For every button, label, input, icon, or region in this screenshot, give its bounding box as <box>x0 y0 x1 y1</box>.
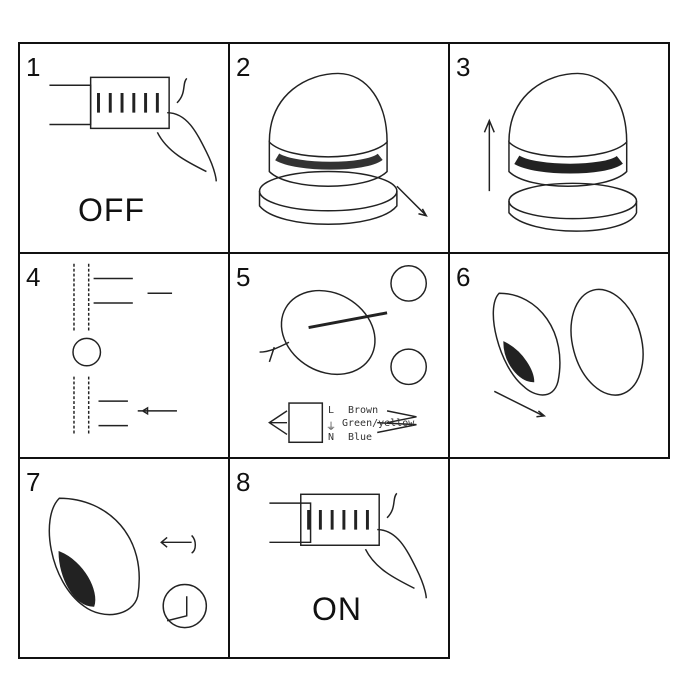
terminal-label-l: L <box>328 405 335 416</box>
step-3-panel: 3 <box>448 42 670 254</box>
terminal-block-hand-illustration <box>49 76 217 182</box>
step-6-panel: 6 <box>448 252 670 459</box>
mounting-plugs-illustration <box>72 263 177 436</box>
step-number: 8 <box>236 467 251 497</box>
lamp-cover-screw-illustration <box>258 72 428 225</box>
step-number: 3 <box>456 52 471 82</box>
terminal-label-earth: ⏚ <box>326 422 336 433</box>
step-number: 4 <box>26 262 41 292</box>
lift-cover-illustration <box>483 72 638 232</box>
wire-label-green-yellow: Green/yellow <box>342 418 415 429</box>
terminal-label-n: N <box>328 432 335 443</box>
fix-cover-screw-illustration <box>48 497 208 629</box>
step-1-panel: 1 OFF <box>18 42 230 254</box>
step-number: 1 <box>26 52 41 82</box>
step-number: 6 <box>456 262 471 292</box>
terminal-block-hand-illustration <box>269 492 427 599</box>
power-off-label: OFF <box>78 192 145 228</box>
step-2-panel: 2 <box>228 42 450 254</box>
step-number: 7 <box>26 467 41 497</box>
step-number: 2 <box>236 52 251 82</box>
step-5-panel: 5 L ⏚ N Brown Green/yellow Blue <box>228 252 450 459</box>
wire-label-blue: Blue <box>348 432 373 443</box>
step-8-panel: 8 ON <box>228 457 450 659</box>
wiring-illustration <box>259 265 428 444</box>
step-4-panel: 4 <box>18 252 230 459</box>
step-number: 5 <box>236 262 251 292</box>
wire-label-brown: Brown <box>348 405 379 416</box>
power-on-label: ON <box>312 591 362 627</box>
attach-cover-illustration <box>492 288 644 418</box>
step-7-panel: 7 <box>18 457 230 659</box>
